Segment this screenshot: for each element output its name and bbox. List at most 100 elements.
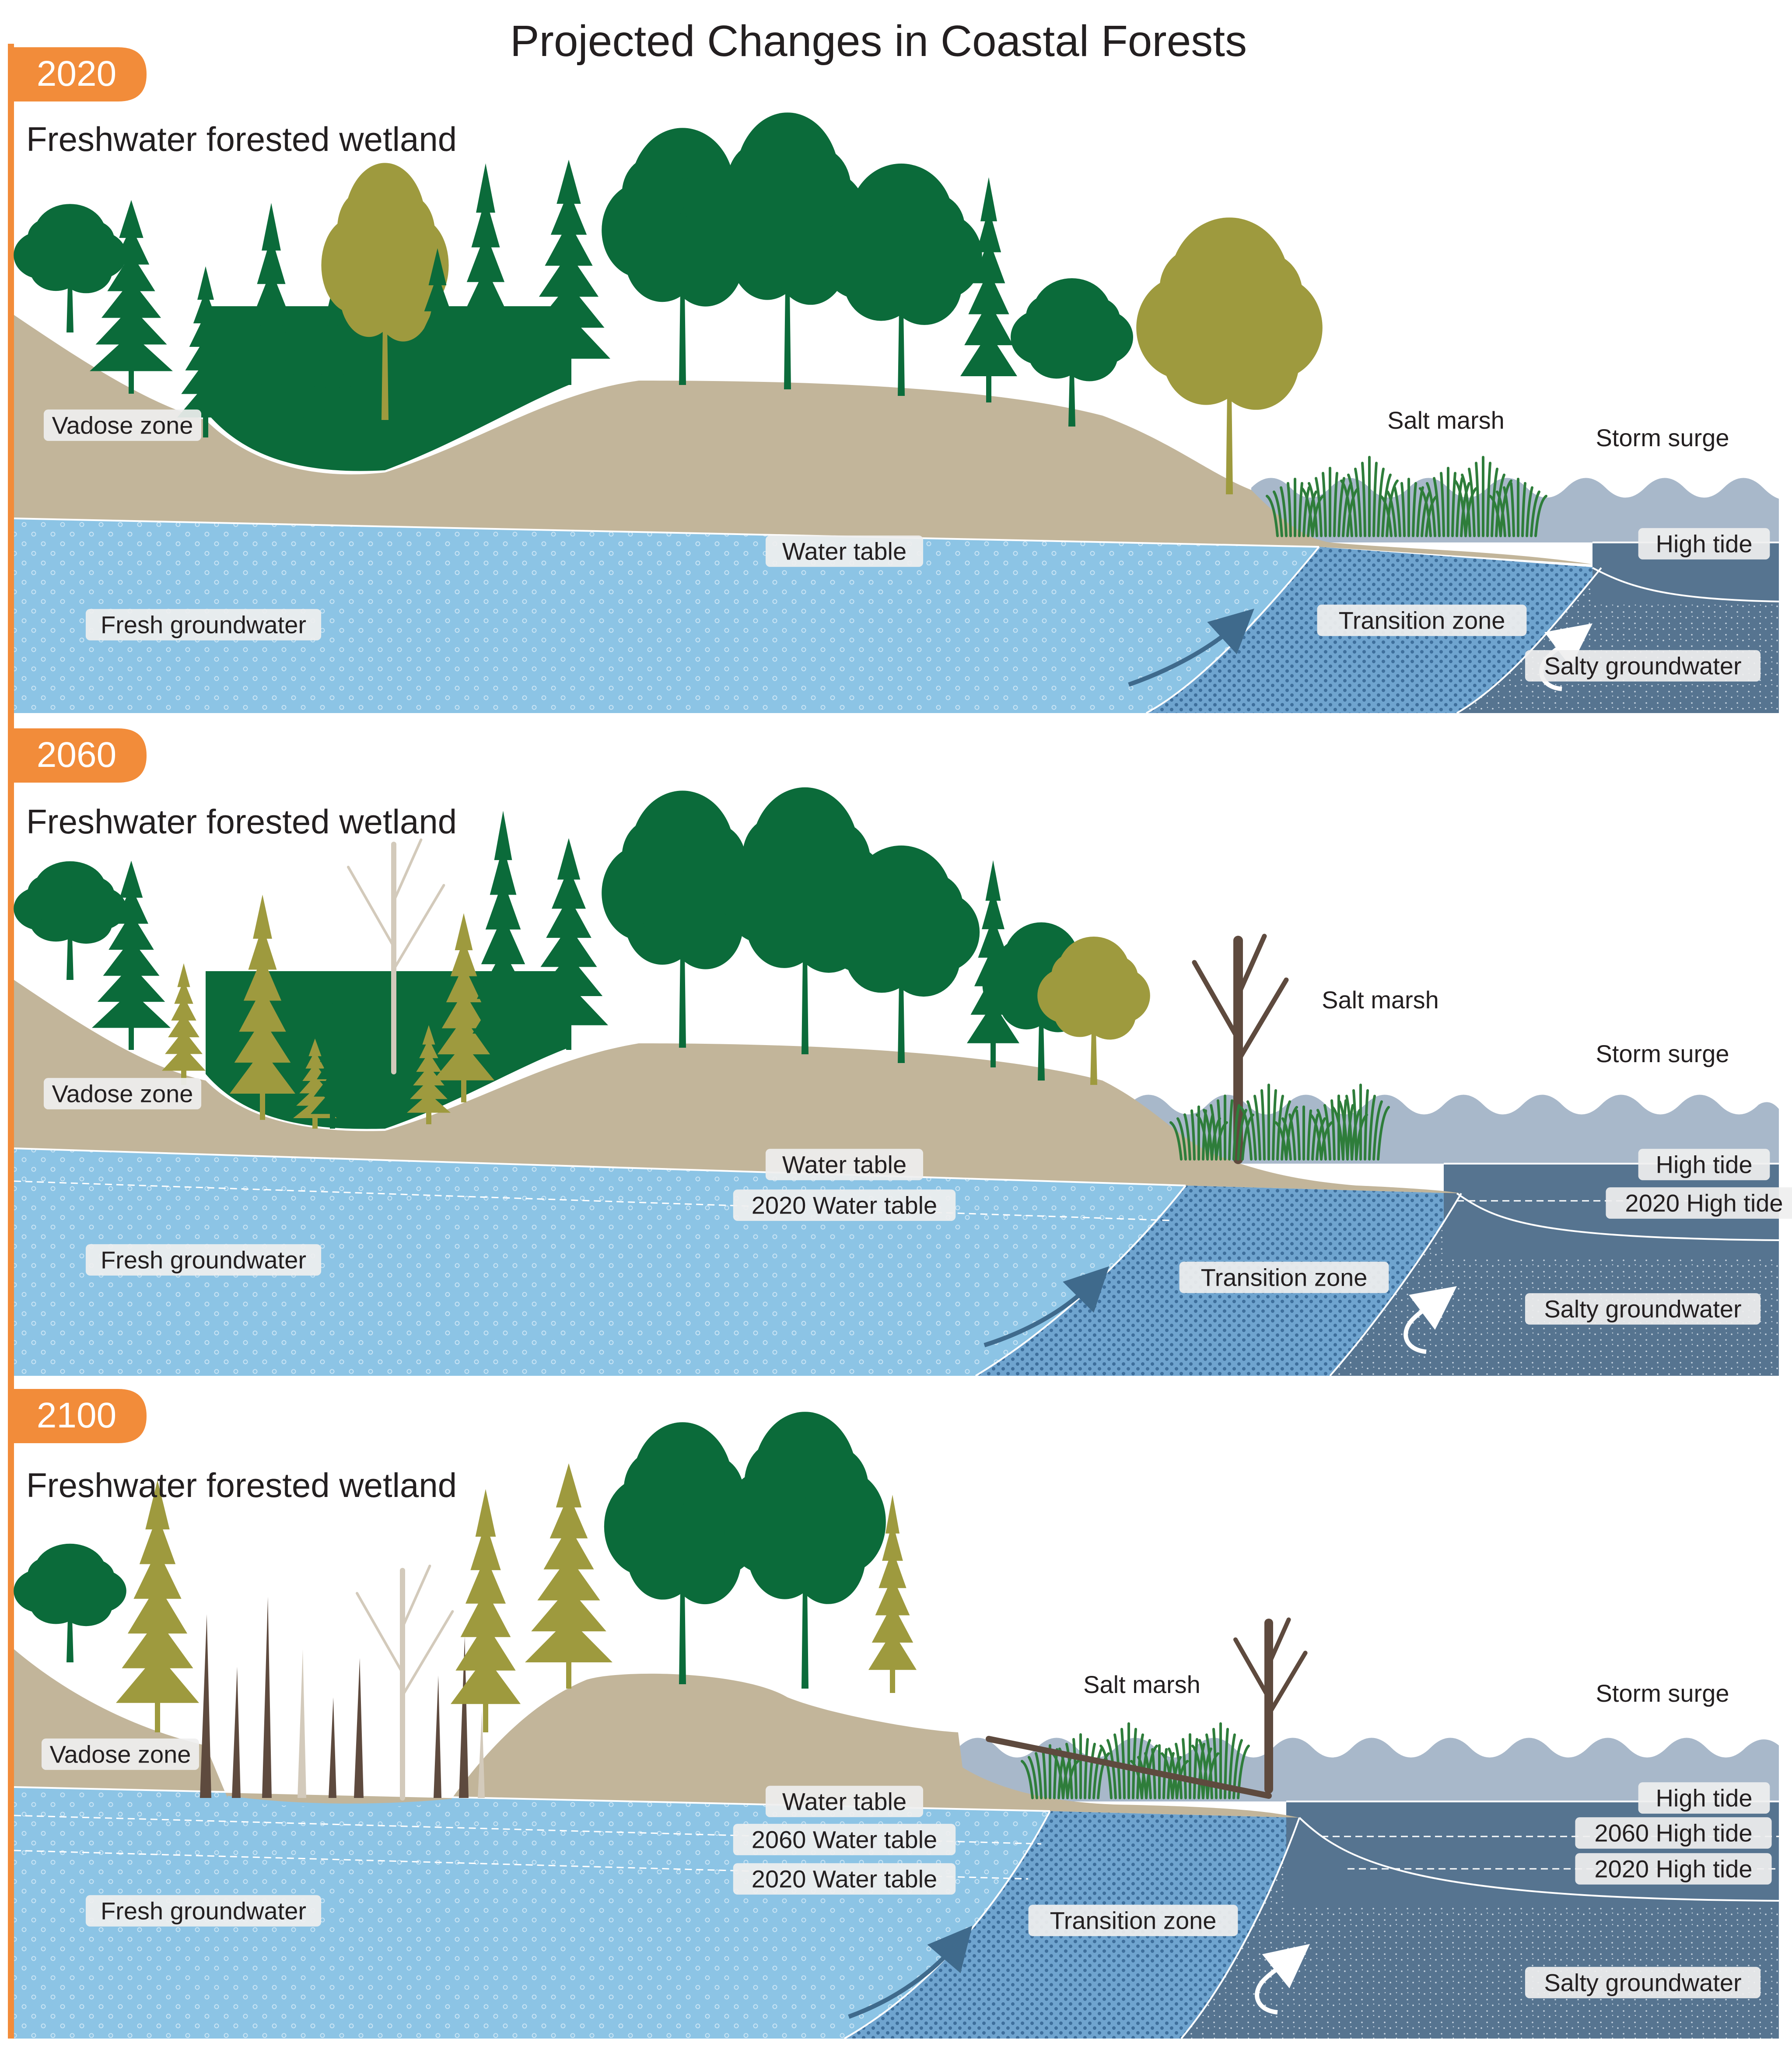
fresh-groundwater-label-text: Fresh groundwater — [101, 1897, 306, 1925]
year-tab: 2020 — [8, 47, 147, 101]
high-tide-label: High tide — [1638, 1782, 1770, 1814]
conifer-tree-icon — [868, 1494, 917, 1693]
vadose-zone-label: Vadose zone — [43, 409, 202, 441]
conifer-tree-icon — [407, 1025, 451, 1124]
transition-zone-label-text: Transition zone — [1339, 607, 1505, 634]
water-table-label-text: Water table — [782, 1788, 906, 1815]
salty-boundary — [1329, 1193, 1779, 1377]
salty-groundwater-label-text: Salty groundwater — [1544, 1295, 1741, 1323]
past-water-table-label-text: 2020 Water table — [752, 1192, 937, 1219]
panel-trees — [14, 112, 1323, 494]
salty-flow-arrow — [1255, 1944, 1310, 2015]
marsh-grass-icon — [1379, 478, 1438, 537]
deciduous-tree-icon — [321, 163, 449, 420]
conifer-tree-icon — [306, 288, 359, 451]
past-water-table-label-text: 2020 Water table — [752, 1865, 937, 1893]
marsh-grass-icon — [1331, 1084, 1390, 1161]
lowland-pool — [228, 1796, 451, 1808]
vadose-zone-label-text: Vadose zone — [50, 1741, 191, 1768]
panel-2060 — [14, 787, 1779, 1377]
past-high-tide-label-text: 2020 High tide — [1625, 1189, 1783, 1217]
dead-tree-icon — [1192, 934, 1289, 1164]
dead-snag-icon — [232, 1667, 241, 1798]
high-tide-label: High tide — [1638, 528, 1770, 560]
fresh-groundwater-label-text: Fresh groundwater — [101, 1246, 306, 1274]
past-water-table-label: 2060 Water table — [733, 1824, 956, 1855]
conifer-tree-icon — [472, 811, 534, 1063]
salty-groundwater-label: Salty groundwater — [1525, 1967, 1761, 1998]
dead-snag-icon — [298, 1649, 306, 1798]
transition-zone-label: Transition zone — [1317, 605, 1527, 636]
deciduous-tree-icon — [1037, 937, 1150, 1085]
dead-snag-icon — [329, 1697, 336, 1798]
conifer-tree-icon — [407, 248, 468, 437]
deciduous-tree-icon — [14, 861, 126, 980]
salty-boundary — [1456, 567, 1779, 714]
fresh-groundwater-label: Fresh groundwater — [85, 609, 322, 640]
fresh-groundwater-area — [14, 518, 1319, 713]
high-tide-label-text: High tide — [1656, 530, 1752, 558]
salty-boundary — [1180, 1817, 1779, 2039]
dead-tree-icon — [1233, 1617, 1308, 1794]
marsh-grass-icon — [1196, 1095, 1254, 1161]
salty-groundwater-label-text: Salty groundwater — [1544, 652, 1741, 680]
year-tab: 2060 — [8, 728, 147, 783]
salty-groundwater-label: Salty groundwater — [1525, 1293, 1761, 1325]
vadose-zone-label: Vadose zone — [41, 1738, 200, 1770]
water-table-label-text: Water table — [782, 1151, 906, 1179]
wetland-label: Freshwater forested wetland — [26, 1466, 457, 1504]
conifer-tree-icon — [311, 1002, 354, 1129]
conifer-tree-icon — [238, 203, 304, 446]
deciduous-tree-icon — [707, 112, 868, 389]
year-tab: 2100 — [8, 1389, 147, 1443]
panel-2020 — [14, 112, 1779, 714]
storm-surge-waves — [1129, 1095, 1779, 1164]
dead-snag-icon — [459, 1636, 469, 1798]
past-high-tide-label: 2020 High tide — [1606, 1187, 1792, 1219]
salty-groundwater-label-text: Salty groundwater — [1544, 1969, 1741, 1997]
dead-snag-icon — [262, 1597, 272, 1798]
conifer-tree-icon — [92, 860, 171, 1050]
soil-profile — [14, 315, 1592, 564]
dead-tree-icon — [347, 838, 445, 1074]
panel-trees — [14, 1412, 1308, 1801]
dead-snag-icon — [354, 1658, 364, 1798]
fresh-groundwater-label: Fresh groundwater — [85, 1895, 322, 1927]
salt-marsh-label: Salt marsh — [1083, 1671, 1200, 1698]
lowland-forest-mass — [206, 971, 569, 1129]
past-high-tide-label-text: 2020 High tide — [1594, 1855, 1752, 1883]
marsh-grass-icon — [1489, 478, 1547, 537]
deciduous-tree-icon — [724, 1412, 886, 1689]
salty-groundwater-label: Salty groundwater — [1525, 650, 1761, 682]
conifer-tree-icon — [529, 838, 608, 1050]
deciduous-tree-icon — [822, 845, 980, 1063]
transition-zone-label: Transition zone — [1028, 1905, 1238, 1936]
past-high-tide-label: 2020 High tide — [1575, 1853, 1772, 1885]
vadose-zone-label-text: Vadose zone — [52, 1080, 193, 1108]
marsh-grass-icon — [1274, 1105, 1333, 1161]
storm-surge-label: Storm surge — [1596, 1040, 1729, 1067]
conifer-tree-icon — [230, 895, 295, 1120]
fresh-flow-arrow — [1128, 609, 1254, 687]
timeline-bar — [8, 44, 14, 2039]
panel-2100 — [14, 1412, 1779, 2039]
past-high-tide-label: 2060 High tide — [1575, 1817, 1772, 1849]
fresh-flow-arrow — [848, 1926, 973, 2019]
conifer-tree-icon — [960, 177, 1017, 402]
transition-zone-label-text: Transition zone — [1050, 1907, 1217, 1934]
conifer-tree-icon — [527, 160, 610, 385]
marsh-grass-icon — [1051, 1733, 1110, 1799]
past-water-table-label-text: 2060 Water table — [752, 1826, 937, 1854]
soil-profile — [14, 1649, 1299, 1818]
dead-snag-icon — [478, 1710, 485, 1798]
conifer-tree-icon — [451, 1489, 521, 1732]
high-tide-label: High tide — [1638, 1149, 1770, 1180]
year-label: 2100 — [37, 1395, 116, 1435]
water-table-label: Water table — [765, 1149, 924, 1180]
fresh-groundwater-label-text: Fresh groundwater — [101, 611, 306, 639]
water-table-line — [14, 518, 1320, 548]
water-table-label: Water table — [765, 1786, 924, 1817]
conifer-tree-icon — [177, 266, 234, 437]
dead-snag-icon — [434, 1675, 441, 1798]
